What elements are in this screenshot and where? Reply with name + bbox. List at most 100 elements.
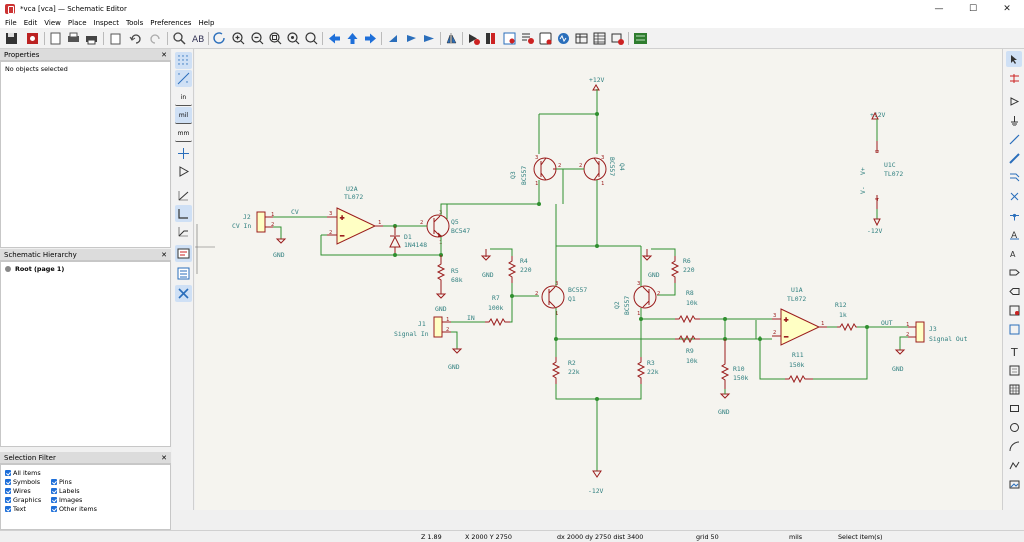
schematic-setup-icon[interactable] — [25, 31, 40, 46]
save-icon[interactable] — [4, 31, 19, 46]
bus-entry-icon[interactable] — [1006, 169, 1022, 185]
netlist-icon[interactable] — [610, 31, 625, 46]
arrow-up-icon[interactable] — [345, 31, 360, 46]
add-symbol-icon[interactable] — [1006, 93, 1022, 109]
add-wire-icon[interactable] — [1006, 131, 1022, 147]
add-arc-icon[interactable] — [1006, 438, 1022, 454]
rotate-cw-icon[interactable] — [404, 31, 419, 46]
zoom-out-icon[interactable] — [250, 31, 265, 46]
zoom-fit-icon[interactable] — [268, 31, 283, 46]
assign-footprints-icon[interactable] — [574, 31, 589, 46]
u1a-opamp[interactable]: 3 2 1 + − U1A TL072 — [772, 286, 827, 346]
global-label-icon[interactable] — [1006, 264, 1022, 280]
add-rectangle-icon[interactable] — [1006, 400, 1022, 416]
add-sheet-icon[interactable] — [1006, 302, 1022, 318]
local-ratsnest-icon[interactable] — [1006, 70, 1022, 86]
p12-power-symbol[interactable]: +12V — [589, 76, 605, 114]
ngspice-icon[interactable] — [538, 31, 553, 46]
line-mode-45-icon[interactable] — [175, 223, 192, 240]
j2-connector[interactable]: 1 2 J2 CV In — [232, 211, 274, 233]
units-inches-button[interactable]: in — [175, 89, 192, 106]
zoom-objects-icon[interactable] — [286, 31, 301, 46]
q4-transistor[interactable]: 2 3 1 Q4 BC557 — [579, 155, 626, 187]
q3-transistor[interactable]: 2 3 1 Q3 BC557 — [509, 155, 561, 187]
erc-icon[interactable] — [520, 31, 535, 46]
junction-icon[interactable] — [1006, 207, 1022, 223]
hidden-pins-icon[interactable] — [175, 163, 192, 180]
r3-resistor[interactable]: R3 22k — [636, 357, 659, 384]
j3-connector[interactable]: 1 2 J3 Signal Out — [906, 321, 968, 343]
no-connect-icon[interactable] — [1006, 188, 1022, 204]
r7-resistor[interactable]: R7 100k — [485, 294, 510, 327]
net-class-directive-icon[interactable]: A — [1006, 245, 1022, 261]
filter-graphics[interactable]: Graphics — [5, 496, 41, 504]
open-pcb-icon[interactable] — [633, 31, 648, 46]
hierarchy-close-icon[interactable]: ✕ — [161, 250, 167, 259]
menu-preferences[interactable]: Preferences — [150, 18, 192, 27]
minimize-button[interactable]: — — [934, 3, 944, 14]
grid-icon[interactable] — [175, 52, 192, 69]
menu-file[interactable]: File — [5, 18, 17, 27]
menu-place[interactable]: Place — [67, 18, 87, 27]
mirror-h-icon[interactable] — [422, 31, 437, 46]
filter-wires[interactable]: Wires — [5, 487, 31, 495]
refresh-icon[interactable] — [212, 31, 227, 46]
annotate-icon[interactable] — [502, 31, 517, 46]
close-button[interactable]: ✕ — [1003, 3, 1011, 14]
r5-resistor[interactable]: R5 68k — [436, 255, 463, 294]
annotation-toggle-icon[interactable] — [175, 245, 192, 262]
r10-resistor[interactable]: R10 150k — [720, 339, 749, 389]
r2-resistor[interactable]: R2 22k — [551, 357, 580, 384]
line-mode-90-icon[interactable] — [175, 205, 192, 222]
filter-images[interactable]: Images — [51, 496, 82, 504]
tools-icon[interactable] — [175, 285, 192, 302]
menu-help[interactable]: Help — [198, 18, 215, 27]
u1c-power-unit[interactable]: +12V 8 V+ V- 4 U1C TL072 -12V — [859, 111, 903, 235]
units-mm-button[interactable]: mm — [175, 125, 192, 142]
rotate-ccw-icon[interactable] — [386, 31, 401, 46]
selection-filter-close-icon[interactable]: ✕ — [161, 453, 167, 462]
r12-resistor[interactable]: R12 1k — [835, 301, 857, 332]
cursor-style-icon[interactable] — [175, 145, 192, 162]
r8-resistor[interactable]: R8 10k — [675, 289, 700, 324]
filter-labels[interactable]: Labels — [51, 487, 80, 495]
redo-icon[interactable] — [148, 31, 163, 46]
add-circle-icon[interactable] — [1006, 419, 1022, 435]
q1-transistor[interactable]: 2 3 1 BC557 Q1 — [535, 281, 587, 317]
schematic-canvas[interactable]: .w { stroke:#2f8f2f; stroke-width:1; fil… — [185, 49, 1002, 510]
units-mils-button[interactable]: mil — [175, 107, 192, 124]
bom-icon[interactable] — [592, 31, 607, 46]
filter-all-items[interactable]: All items — [5, 469, 41, 477]
q5-transistor[interactable]: 2 3 1 Q5 BC547 — [420, 210, 470, 246]
find-replace-icon[interactable]: AB — [190, 31, 205, 46]
hierarchical-label-icon[interactable] — [1006, 283, 1022, 299]
j1-connector[interactable]: 1 2 J1 Signal In — [394, 316, 451, 338]
import-sheet-pin-icon[interactable] — [1006, 321, 1022, 337]
grid-overrides-icon[interactable] — [175, 70, 192, 87]
page-settings-icon[interactable] — [48, 31, 63, 46]
m12-power-symbol[interactable]: -12V — [588, 470, 604, 495]
properties-toggle-icon[interactable] — [175, 265, 192, 282]
add-image-icon[interactable] — [1006, 476, 1022, 492]
maximize-button[interactable]: ☐ — [968, 3, 978, 14]
arrow-right-icon[interactable] — [363, 31, 378, 46]
symbol-editor-icon[interactable] — [466, 31, 481, 46]
select-arrow-icon[interactable] — [1006, 51, 1022, 67]
plot-icon[interactable] — [84, 31, 99, 46]
menu-tools[interactable]: Tools — [126, 18, 144, 27]
add-bus-icon[interactable] — [1006, 150, 1022, 166]
r6-resistor[interactable]: R6 220 — [670, 256, 695, 283]
hierarchy-root-item[interactable]: Root (page 1) — [1, 262, 170, 276]
r9-resistor[interactable]: R9 10k — [675, 334, 700, 365]
add-power-icon[interactable] — [1006, 112, 1022, 128]
properties-close-icon[interactable]: ✕ — [161, 50, 167, 59]
label-icon[interactable]: A — [1006, 226, 1022, 242]
add-polyline-icon[interactable] — [1006, 457, 1022, 473]
line-mode-free-icon[interactable] — [175, 187, 192, 204]
u2a-opamp[interactable]: 3 2 1 + − U2A TL072 — [327, 185, 383, 245]
menu-edit[interactable]: Edit — [23, 18, 38, 27]
arrow-left-icon[interactable] — [327, 31, 342, 46]
zoom-in-icon[interactable] — [231, 31, 246, 46]
r11-resistor[interactable]: R11 150k — [785, 351, 813, 384]
find-icon[interactable] — [172, 31, 187, 46]
